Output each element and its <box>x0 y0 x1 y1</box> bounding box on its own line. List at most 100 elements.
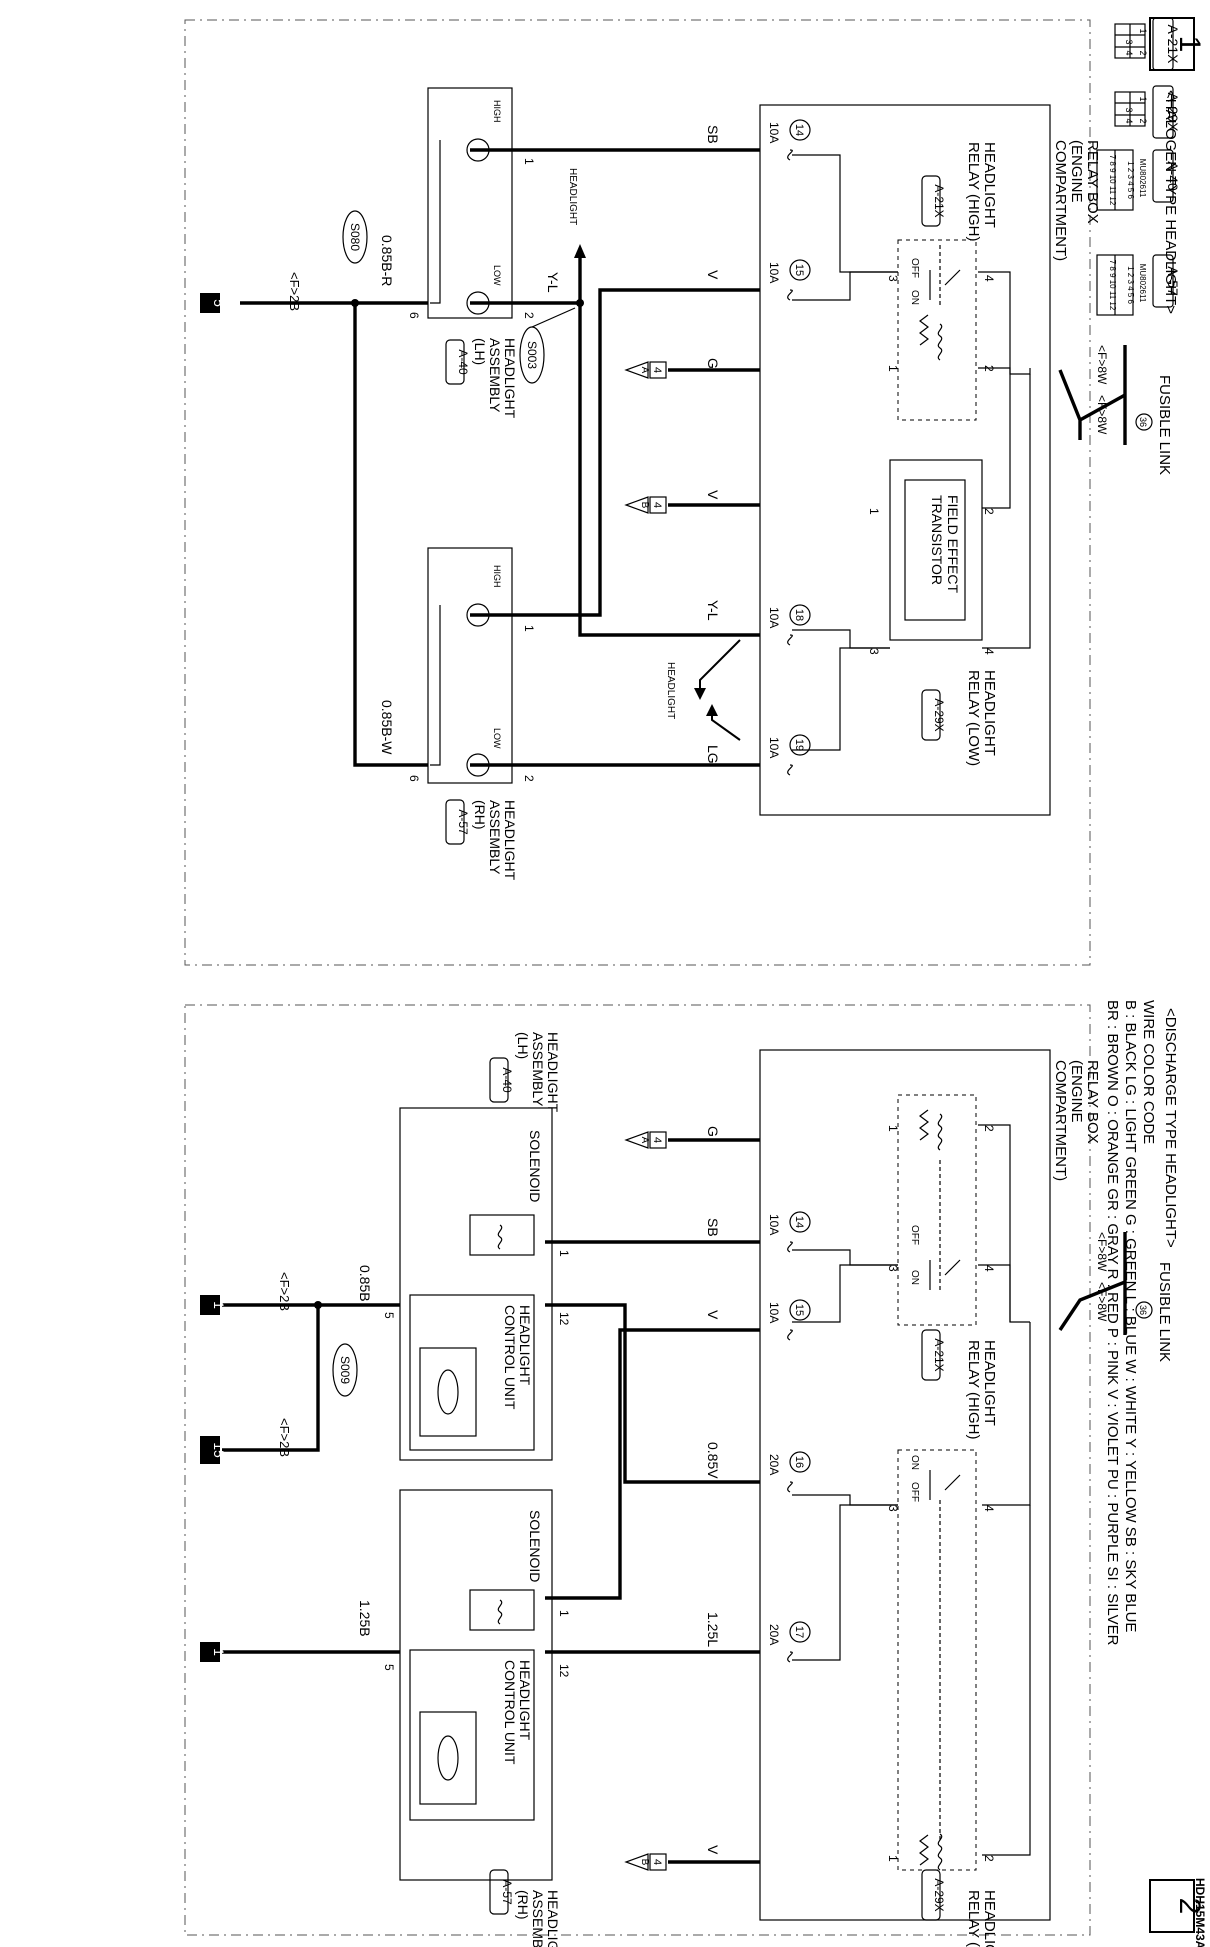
discharge-lh-pin1: 1 <box>557 1250 571 1257</box>
discharge-lh-solenoid <box>469 1214 535 1256</box>
halogen-headlight-down-label: HEADLIGHT <box>665 662 676 719</box>
discharge-lh-solenoid-label: SOLENOID <box>527 1130 543 1202</box>
discharge-lh-hcu-line1: HEADLIGHT <box>517 1305 533 1386</box>
connector-a40-part: MU802611 <box>1138 159 1147 198</box>
discharge-ground-num1-box <box>200 1295 220 1315</box>
halogen-relay-high-line2: RELAY (HIGH) <box>965 142 982 241</box>
discharge-title: <DISCHARGE TYPE HEADLIGHT> <box>1162 1008 1179 1248</box>
halogen-rh-line1: HEADLIGHT <box>502 800 518 881</box>
halogen-fet-line1: FIELD EFFECT <box>945 495 961 593</box>
connector-legend: A-21X 1 2 3 4 A-29X 1 2 3 4 A-40 MU80261… <box>1096 17 1181 316</box>
halogen-lh-line2: ASSEMBLY <box>487 338 503 413</box>
discharge-wire-g: G <box>705 1126 721 1137</box>
discharge-relay-box-line1: RELAY BOX <box>1084 1060 1101 1144</box>
discharge-fuse-17: 17 20A 1.25L <box>705 1612 811 1663</box>
discharge-ref-b-num: 4 <box>651 1859 663 1865</box>
discharge-fuse-14-num: 14 <box>793 1216 805 1228</box>
discharge-lh-line2: ASSEMBLY <box>530 1032 546 1107</box>
halogen-fusible-link-number-circle <box>1135 413 1153 431</box>
halogen-fet-pin3: 3 <box>867 648 881 655</box>
connector-a29x-pin2: 2 <box>1138 118 1148 123</box>
halogen-lh-high-bulb: HIGH <box>466 100 502 162</box>
discharge-wire-b085: 0.85B <box>357 1265 373 1302</box>
discharge-wire-b125: 1.25B <box>357 1600 373 1637</box>
halogen-lh-line1: HEADLIGHT <box>502 338 518 419</box>
halogen-fusible-ref1: <F>8W <box>1095 345 1109 385</box>
halogen-ref-b-letter: B <box>639 502 650 509</box>
halogen-lh-line3: (LH) <box>472 338 488 365</box>
halogen-relay-high-connector: A-21X <box>932 184 946 217</box>
discharge-fuse-15-num: 15 <box>793 1304 805 1316</box>
discharge-relay-high <box>897 1094 977 1326</box>
connector-a21x-pin4: 4 <box>1124 50 1134 55</box>
discharge-fuse-16-num: 16 <box>793 1456 805 1468</box>
halogen-relay-low-line2: RELAY (LOW) <box>965 670 982 766</box>
halogen-ground-ref: <F>2B <box>287 272 302 311</box>
halogen-fet-line2: TRANSISTOR <box>929 495 945 585</box>
connector-a40-row1: 1 2 3 4 5 6 <box>1126 161 1135 199</box>
wire-color-code-line1: B : BLACK LG : LIGHT GREEN G : GREEN L :… <box>1122 1000 1139 1632</box>
halogen-fet-inner <box>904 479 966 621</box>
connector-a21x-pin3: 3 <box>1124 39 1134 44</box>
halogen-relay-high-line1: HEADLIGHT <box>981 142 998 228</box>
connector-a21x-pin1: 1 <box>1138 28 1148 33</box>
connector-a29x-label-box <box>1152 85 1174 139</box>
halogen-rh-high-label: HIGH <box>492 565 502 588</box>
drawing-id: HDH15M43AC <box>1193 1878 1207 1947</box>
halogen-relay-high-connector-box <box>921 175 941 227</box>
discharge-fusible-link-label: FUSIBLE LINK <box>1156 1262 1173 1362</box>
halogen-rh-low-bulb: LOW <box>466 728 502 777</box>
discharge-section-number-box <box>1149 1879 1195 1933</box>
halogen-relay-high-coil <box>937 323 943 361</box>
discharge-ref-arrow-a: G A 4 <box>624 1126 760 1149</box>
discharge-ground-num3: 1 <box>211 1648 227 1656</box>
discharge-splice-s009 <box>332 1343 358 1397</box>
discharge-relay-high-off: OFF <box>909 1225 920 1245</box>
discharge-relay-high-line1: HEADLIGHT <box>981 1340 998 1426</box>
halogen-relay-box-line1: RELAY BOX <box>1084 140 1101 224</box>
discharge-rh-assembly <box>399 1489 553 1881</box>
discharge-rh-line2: ASSEMBLY <box>530 1890 546 1947</box>
halogen-fusible-ref2: <F>8W <box>1095 395 1109 435</box>
halogen-lh-pin1: 1 <box>522 158 536 165</box>
discharge-relay-high-connector: A-21X <box>932 1338 946 1371</box>
connector-a57-part: MU802611 <box>1138 264 1147 303</box>
connector-a57-row2: 7 8 9 10 11 12 <box>1108 260 1117 311</box>
discharge-lh-pin5: 5 <box>382 1312 396 1319</box>
halogen-splice-s080 <box>342 210 368 264</box>
halogen-rh-connector-box <box>445 799 465 845</box>
discharge-fuse-14: 14 10A SB <box>705 1211 811 1253</box>
discharge-section-number: 2 <box>1173 1898 1206 1915</box>
connector-a40-label-box <box>1152 149 1174 203</box>
halogen-lh-assembly <box>427 87 513 319</box>
halogen-section-number: 1 <box>1173 36 1206 53</box>
discharge-fuse-17-num: 17 <box>793 1626 805 1638</box>
halogen-fuse-14-wire: SB <box>705 125 721 144</box>
wire-color-code: WIRE COLOR CODE B : BLACK LG : LIGHT GRE… <box>1104 1000 1157 1646</box>
halogen-relay-high-pin1: 1 <box>886 365 900 372</box>
halogen-rh-line3: (RH) <box>472 800 488 830</box>
discharge-fusible-ref1: <F>8W <box>1095 1232 1109 1272</box>
halogen-relay-high-pin4: 4 <box>982 275 996 282</box>
discharge-fuse-15-rating: 10A <box>767 1302 781 1323</box>
discharge-ref-a-num: 4 <box>651 1137 663 1143</box>
discharge-rh-solenoid-label: SOLENOID <box>527 1510 543 1582</box>
halogen-relay-box-line3: COMPARTMENT) <box>1052 140 1069 261</box>
discharge-fuse-16: 16 20A 0.85V <box>705 1442 811 1493</box>
discharge-relay-box-line2: (ENGINE <box>1068 1060 1085 1123</box>
discharge-relay-low-pin4: 4 <box>982 1505 996 1512</box>
discharge-lh-assembly <box>399 1107 553 1461</box>
halogen-wire-v: V <box>705 490 721 500</box>
halogen-rh-pin2: 2 <box>522 775 536 782</box>
halogen-section: 1 <HALOGEN TYPE HEADLIGHT> FUSIBLE LINK … <box>184 17 1206 966</box>
discharge-rh-hcu-line2: CONTROL UNIT <box>502 1660 518 1765</box>
discharge-relay-high-coil <box>937 1113 943 1151</box>
halogen-lh-high-label: HIGH <box>492 100 502 123</box>
discharge-rh-bulb <box>437 1735 459 1781</box>
discharge-rh-pin12: 12 <box>557 1664 571 1678</box>
halogen-fuse-15-rating: 10A <box>767 262 781 283</box>
halogen-section-frame <box>184 19 1091 966</box>
discharge-relay-low-pin1: 1 <box>886 1855 900 1862</box>
